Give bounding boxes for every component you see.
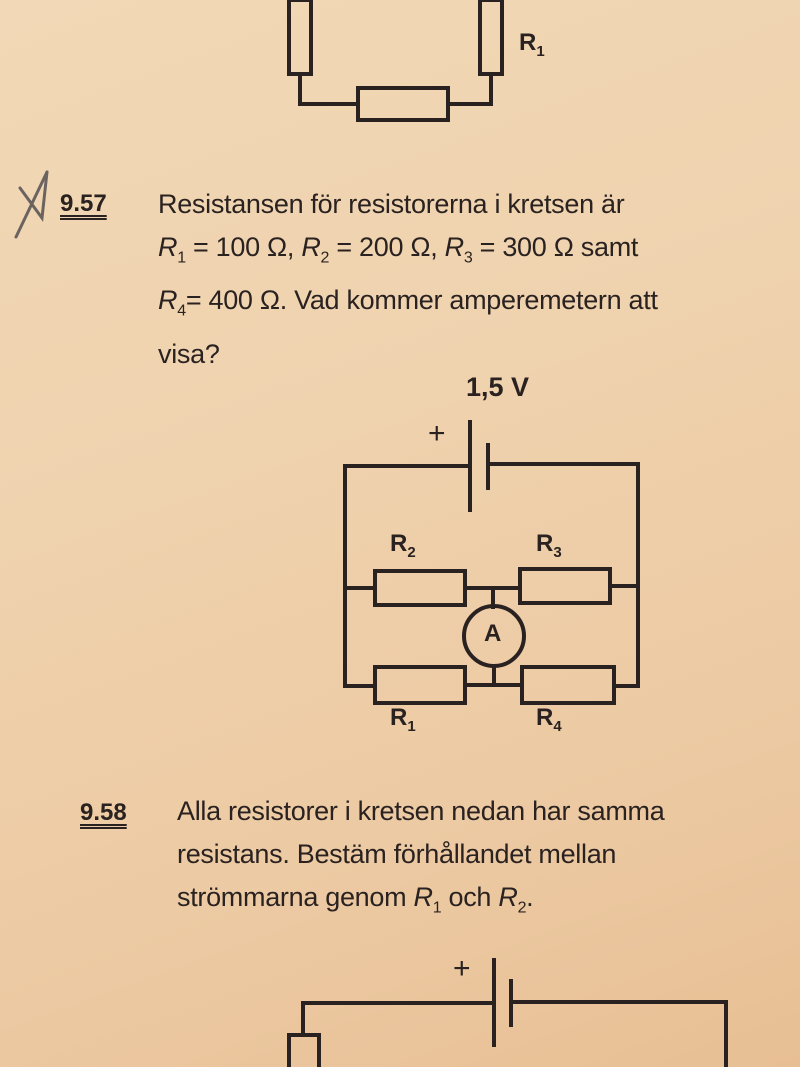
resistor-r2 bbox=[373, 569, 467, 607]
circuit-957 bbox=[343, 420, 640, 705]
r1-label: R1 bbox=[390, 704, 416, 735]
problem-957-line4: visa? bbox=[158, 338, 220, 369]
r3-label: R3 bbox=[536, 530, 562, 561]
plus-terminal-label-958: + bbox=[453, 952, 471, 985]
resistor-r3 bbox=[518, 567, 612, 605]
problem-957-text: Resistansen för resistorerna i kretsen ä… bbox=[158, 183, 798, 376]
problem-958-text: Alla resistorer i kretsen nedan har samm… bbox=[177, 790, 797, 929]
ammeter-label: A bbox=[484, 620, 502, 647]
top-circuit bbox=[287, 0, 504, 122]
pencil-mark-icon bbox=[14, 170, 49, 239]
plus-terminal-label: + bbox=[428, 417, 446, 450]
problem-958-line1: Alla resistorer i kretsen nedan har samm… bbox=[177, 796, 665, 826]
r2-label: R2 bbox=[390, 530, 416, 561]
resistor-r4 bbox=[520, 665, 616, 705]
top-r1-label: R1 bbox=[519, 29, 545, 60]
problem-number-958: 9.58 bbox=[80, 799, 127, 826]
voltage-label: 1,5 V bbox=[466, 372, 530, 402]
problem-958-line2: resistans. Bestäm förhållandet mellan bbox=[177, 839, 617, 869]
r4-label: R4 bbox=[536, 704, 562, 735]
problem-number-957: 9.57 bbox=[60, 190, 107, 217]
problem-957-line3: R4= 400 Ω. Vad kommer amperemetern att bbox=[158, 285, 658, 320]
circuit-958 bbox=[287, 958, 728, 1067]
problem-957-line1: Resistansen för resistorerna i kretsen ä… bbox=[158, 189, 625, 219]
problem-958-line3: strömmarna genom R1 och R2. bbox=[177, 882, 534, 917]
resistor-r1 bbox=[373, 665, 467, 705]
problem-957-line2: R1 = 100 Ω, R2 = 200 Ω, R3 = 300 Ω samt bbox=[158, 232, 639, 267]
